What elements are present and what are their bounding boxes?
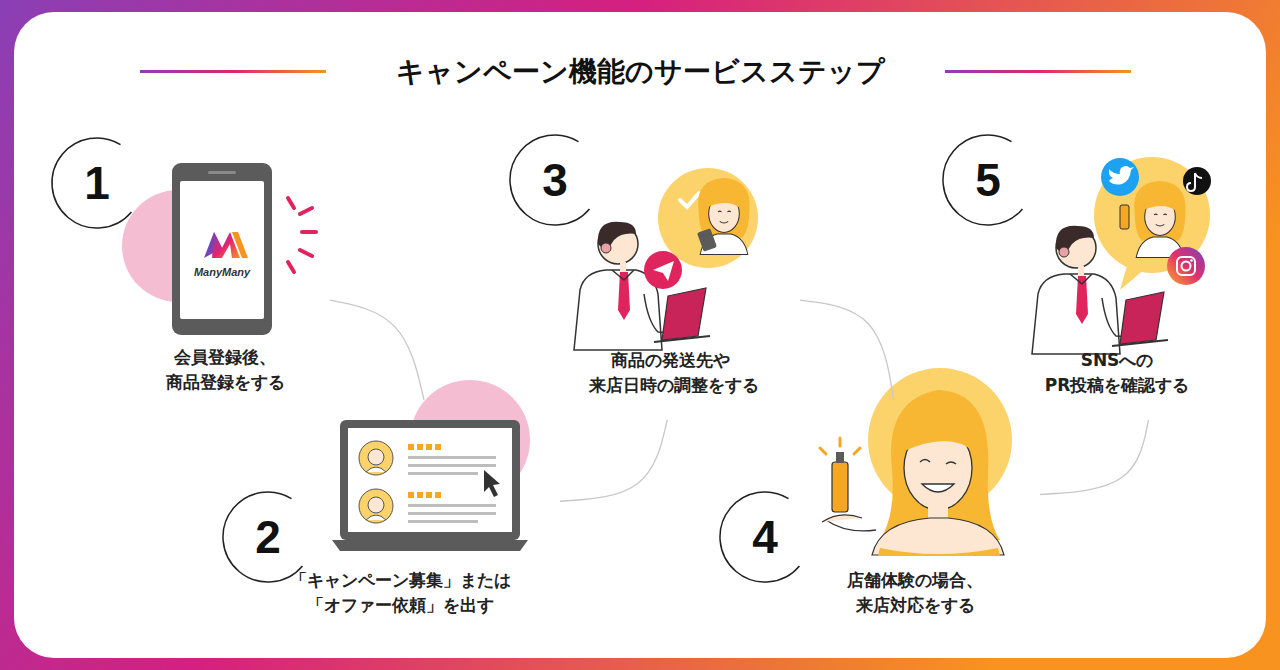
- step-number: 2: [255, 514, 281, 560]
- sns-illustration: [1032, 157, 1211, 354]
- flow-connector: [1040, 420, 1149, 495]
- phone-illustration: [122, 163, 316, 335]
- panel: [14, 12, 1266, 658]
- title: キャンペーン機能のサービスステップ: [0, 52, 1280, 91]
- step-number: 4: [752, 514, 778, 560]
- title-rule: [945, 70, 1131, 73]
- laptop-illustration: [332, 380, 530, 551]
- flow-connector: [330, 300, 424, 400]
- step-number: 3: [542, 157, 568, 203]
- step-group: 4 店舗体験の場合、 来店対応をする: [715, 400, 1040, 625]
- step-group: 5SNSへの PR投稿を確認する: [935, 130, 1240, 420]
- step-caption: 店舗体験の場合、 来店対応をする: [843, 568, 988, 619]
- step-caption: SNSへの PR投稿を確認する: [1041, 348, 1194, 399]
- step-number: 5: [975, 157, 1001, 203]
- store-illustration: [820, 368, 1012, 556]
- step-group: 2「キャンペーン募集」または 「オファー依頼」を出す: [220, 400, 560, 625]
- flow-connector: [560, 420, 667, 501]
- step-group: 1 会員登録後、 商品登録をする: [40, 130, 330, 420]
- coordination-illustration: [574, 168, 758, 350]
- logo-text: ManyMany: [194, 266, 250, 278]
- flow-connector: [800, 300, 894, 400]
- title-rule: [140, 70, 326, 73]
- number-arcs: [34, 117, 1052, 601]
- step-caption: 「キャンペーン募集」または 「オファー依頼」を出す: [281, 568, 519, 619]
- step-number: 1: [84, 160, 110, 206]
- step-group: 3 商品の発送先や 来店日時の調整をする: [505, 130, 800, 420]
- step-caption: 商品の発送先や 来店日時の調整をする: [589, 348, 751, 399]
- step-caption: 会員登録後、 商品登録をする: [161, 345, 289, 396]
